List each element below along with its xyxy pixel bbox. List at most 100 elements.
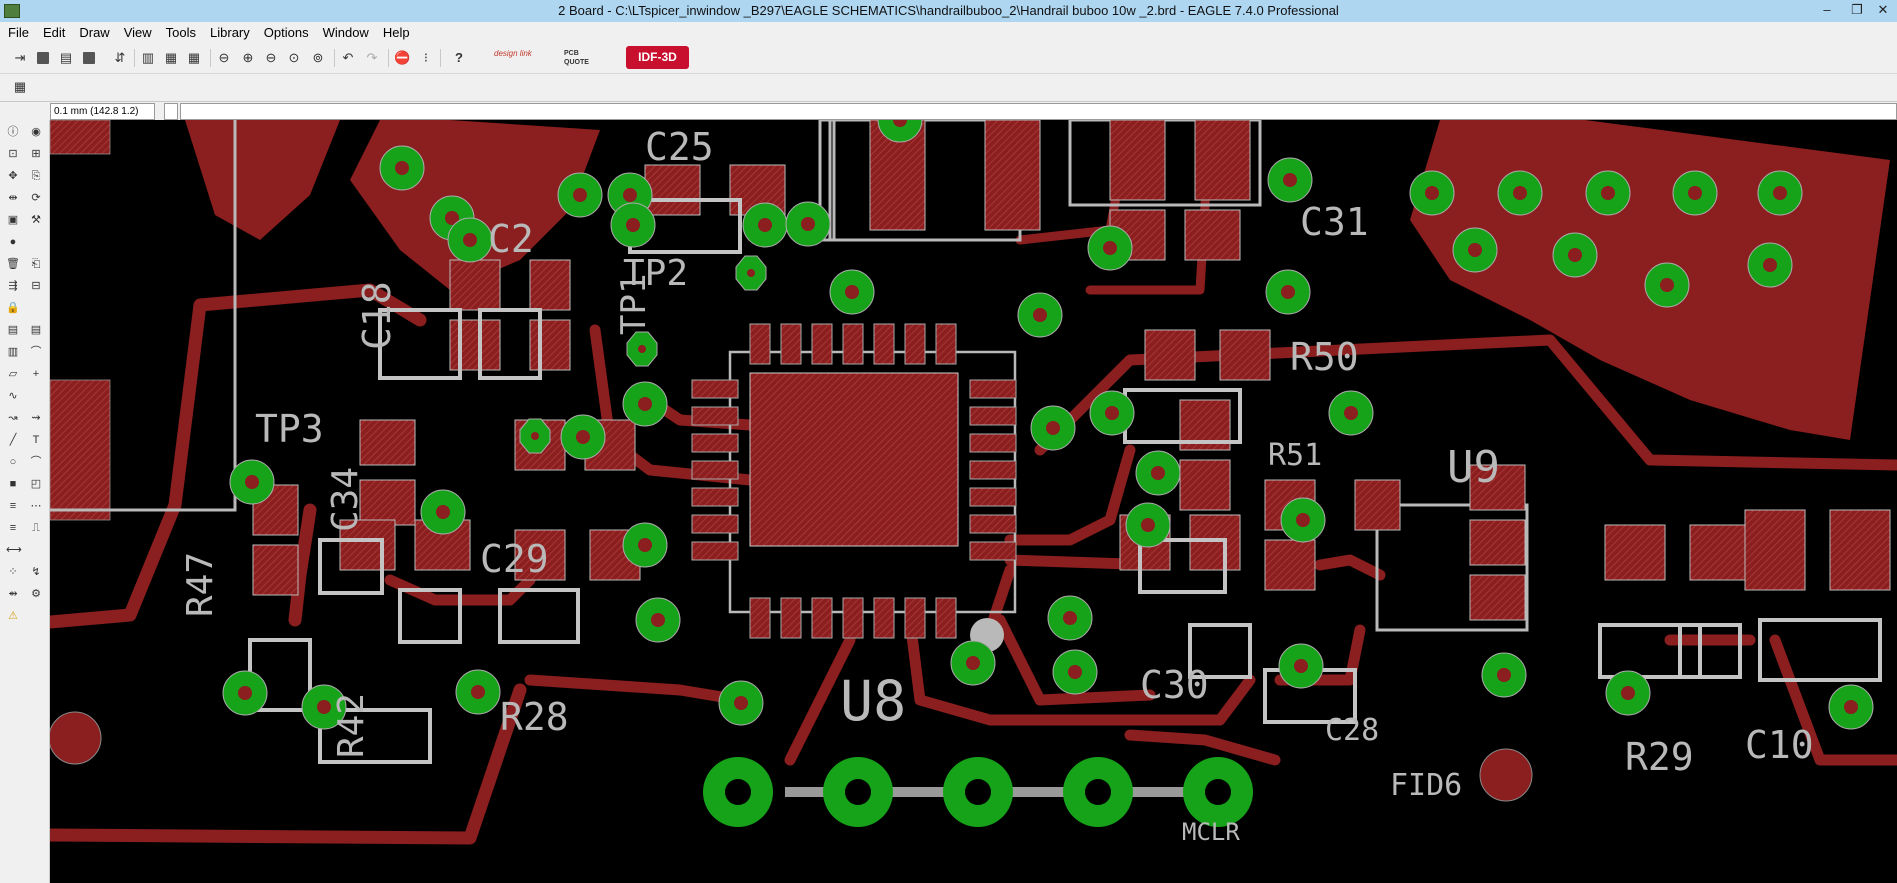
tool-icon[interactable]: ∿ xyxy=(8,390,18,402)
tool-icon[interactable]: ● xyxy=(9,236,17,248)
via-drill xyxy=(1773,186,1787,200)
label-c2: C2 xyxy=(488,217,534,261)
tool-icon[interactable]: ⚠ xyxy=(8,610,18,622)
tool-icon[interactable]: ⟷ xyxy=(6,544,22,556)
label-mclr: MCLR xyxy=(1182,818,1240,846)
run-ulp-icon[interactable]: ▦ xyxy=(164,50,178,65)
command-line-input[interactable] xyxy=(180,103,1897,120)
print-icon[interactable]: ▤ xyxy=(59,50,73,65)
menu-help[interactable]: Help xyxy=(382,25,410,40)
tool-icon[interactable]: ○ xyxy=(9,456,17,468)
parameter-toolbar: ▦ xyxy=(0,74,1897,102)
via-drill xyxy=(1763,258,1777,272)
board-editor-canvas[interactable]: C25 C2 C18 TP1 TP2 TP3 C34 R47 C29 R42 R… xyxy=(50,120,1897,883)
close-button[interactable]: ✕ xyxy=(1877,2,1889,17)
tool-icon[interactable]: ⊡ xyxy=(8,148,18,160)
tool-icon[interactable]: + xyxy=(32,368,40,380)
tool-icon[interactable]: ↯ xyxy=(31,566,41,578)
tool-icon[interactable]: ⎘ xyxy=(31,170,41,182)
tool-icon[interactable]: ▤ xyxy=(7,324,19,336)
command-menu-button[interactable] xyxy=(164,103,178,120)
undo-icon[interactable]: ↶ xyxy=(342,50,354,65)
menu-options[interactable]: Options xyxy=(263,25,309,40)
via-drill xyxy=(638,397,652,411)
save-icon[interactable] xyxy=(35,50,51,66)
tool-icon[interactable]: ⇹ xyxy=(8,192,18,204)
tool-icon[interactable]: ◉ xyxy=(31,126,41,138)
tool-icon[interactable]: ▥ xyxy=(7,346,19,358)
tool-icon[interactable]: ⁘ xyxy=(8,566,18,578)
qfn-pin xyxy=(780,597,802,639)
menu-library[interactable]: Library xyxy=(210,25,250,40)
tool-icon[interactable]: ⚙ xyxy=(31,588,41,600)
menu-draw[interactable]: Draw xyxy=(79,25,110,40)
menu-edit[interactable]: Edit xyxy=(42,25,66,40)
qfn-pin xyxy=(969,487,1017,507)
redo-icon[interactable]: ↷ xyxy=(366,50,378,65)
coordinate-display: 0.1 mm (142.8 1.2) xyxy=(50,103,155,120)
tool-icon[interactable]: ╱ xyxy=(9,434,17,446)
via-drill xyxy=(1105,406,1119,420)
menu-view[interactable]: View xyxy=(123,25,152,40)
tool-icon[interactable]: ⌒ xyxy=(30,456,42,468)
tool-icon[interactable]: ⋯ xyxy=(30,500,42,512)
idf3d-button[interactable]: IDF-3D xyxy=(626,46,689,69)
tool-icon[interactable]: ■ xyxy=(9,478,17,490)
script-icon[interactable]: ▥ xyxy=(141,50,155,65)
tool-icon[interactable]: ⎍ xyxy=(32,522,40,534)
tool-icon[interactable]: ⎗ xyxy=(31,258,41,270)
tool-icon[interactable]: ✥ xyxy=(8,170,18,182)
minimize-button[interactable]: – xyxy=(1823,2,1831,17)
tool-icon[interactable]: ⌒ xyxy=(30,346,42,358)
zoom-in-icon[interactable]: ⊕ xyxy=(242,50,254,65)
via-drill xyxy=(1468,243,1482,257)
via-drill xyxy=(463,233,477,247)
menu-tools[interactable]: Tools xyxy=(165,25,197,40)
via-drill xyxy=(1660,278,1674,292)
qfn-pin xyxy=(691,541,739,561)
tool-icon[interactable]: ⊞ xyxy=(31,148,41,160)
via-drill xyxy=(576,430,590,444)
via-drill xyxy=(1568,248,1582,262)
stop-icon[interactable]: ⛔ xyxy=(394,50,411,65)
via-drill xyxy=(893,120,907,127)
u8-bottom-pins xyxy=(749,597,957,639)
tool-icon[interactable]: ⇶ xyxy=(8,280,18,292)
tool-icon[interactable]: ⇝ xyxy=(31,412,41,424)
pcb-quote-button[interactable]: PCB QUOTE xyxy=(564,50,589,66)
grid-icon[interactable]: ▦ xyxy=(13,79,27,94)
tool-icon[interactable]: T xyxy=(32,434,40,446)
tool-icon[interactable]: ⟳ xyxy=(31,192,41,204)
tool-icon[interactable]: ⚒ xyxy=(31,214,41,226)
open-icon[interactable]: ⇥ xyxy=(14,50,26,65)
tool-icon[interactable]: ≡ xyxy=(9,500,17,512)
tool-icon[interactable]: ▱ xyxy=(8,368,18,380)
zoom-fit-icon[interactable]: ⊖ xyxy=(218,50,230,65)
u8-left-pins xyxy=(691,379,739,561)
tool-icon[interactable]: ⊟ xyxy=(31,280,41,292)
zoom-redraw-icon[interactable]: ⊙ xyxy=(288,50,300,65)
design-link-button[interactable]: design link xyxy=(494,49,532,58)
qfn-pin xyxy=(935,323,957,365)
board-schematic-icon[interactable]: ⇵ xyxy=(114,50,126,65)
go-icon[interactable]: ⁝ xyxy=(423,50,429,65)
tool-icon[interactable]: ⓘ xyxy=(7,126,19,138)
menu-file[interactable]: File xyxy=(8,25,29,40)
layer-icon[interactable]: ▦ xyxy=(187,50,201,65)
tool-icon[interactable]: 🗑 xyxy=(6,258,20,270)
cam-icon[interactable] xyxy=(81,50,97,66)
tool-icon[interactable]: ≡ xyxy=(9,522,17,534)
zoom-out-icon[interactable]: ⊖ xyxy=(265,50,277,65)
help-icon[interactable]: ? xyxy=(455,50,463,65)
tool-icon[interactable]: ▣ xyxy=(7,214,19,226)
maximize-button[interactable]: ❐ xyxy=(1851,2,1863,17)
via-drill xyxy=(471,685,485,699)
tool-icon[interactable]: ⇴ xyxy=(8,588,18,600)
tool-icon[interactable]: ↝ xyxy=(8,412,18,424)
zoom-select-icon[interactable]: ⊚ xyxy=(312,50,324,65)
menu-window[interactable]: Window xyxy=(322,25,369,40)
tool-icon[interactable]: ◰ xyxy=(30,478,42,490)
tool-icon[interactable]: 🔒 xyxy=(6,302,20,314)
command-toolbox: ⓘ ◉ ⊡ ⊞ ✥ ⎘ ⇹ ⟳ ▣ ⚒ ● 🗑 ⎗ ⇶ ⊟ 🔒 ▤ ▤ ▥ ⌒ ▱ + ∿ ↝ ⇝ ╱ T ○ ⌒ ■ ◰ ≡ ⋯ ≡ ⎍ ⟷ ⁘ ↯ ⇴ ⚙… xyxy=(0,120,50,883)
tool-icon[interactable]: ▤ xyxy=(30,324,42,336)
